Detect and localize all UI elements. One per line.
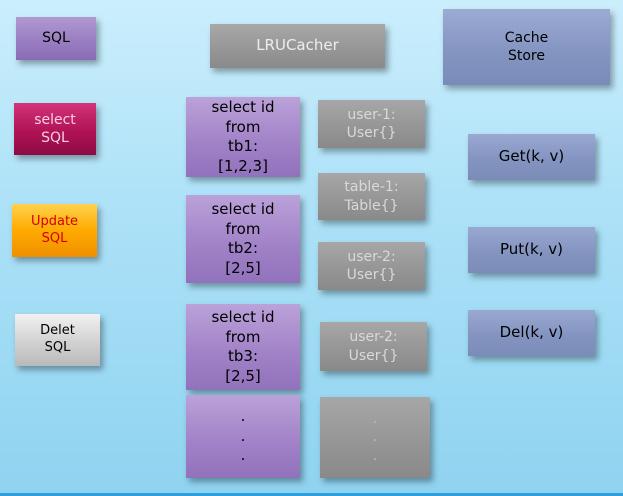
cache-entry-table-1: table-1: Table{} (318, 173, 425, 220)
select-sql-box: select SQL (14, 103, 96, 155)
sql-statement-box-tb1: select id from tb1: [1,2,3] (186, 97, 300, 177)
cache-entry-user-2: user-2: User{} (318, 242, 425, 290)
put-operation-box: Put(k, v) (468, 227, 595, 273)
bottom-edge (0, 493, 623, 496)
cache-entry-ellipsis-box: . . . (320, 397, 430, 478)
del-operation-box: Del(k, v) (468, 310, 595, 356)
sql-statement-box-tb2: select id from tb2: [2,5] (186, 195, 300, 283)
lru-cacher-box: LRUCacher (210, 24, 385, 68)
delete-sql-box: Delet SQL (15, 314, 100, 366)
sql-statement-ellipsis-box: . . . (186, 395, 300, 478)
get-operation-box: Get(k, v) (468, 134, 595, 180)
sql-statement-box-tb3: select id from tb3: [2,5] (186, 304, 300, 390)
cache-store-box: Cache Store (443, 9, 610, 85)
cache-entry-user-1: user-1: User{} (318, 100, 425, 148)
cache-entry-user-2b: user-2: User{} (320, 322, 427, 371)
sql-box: SQL (16, 17, 96, 60)
update-sql-box: Update SQL (12, 204, 97, 257)
